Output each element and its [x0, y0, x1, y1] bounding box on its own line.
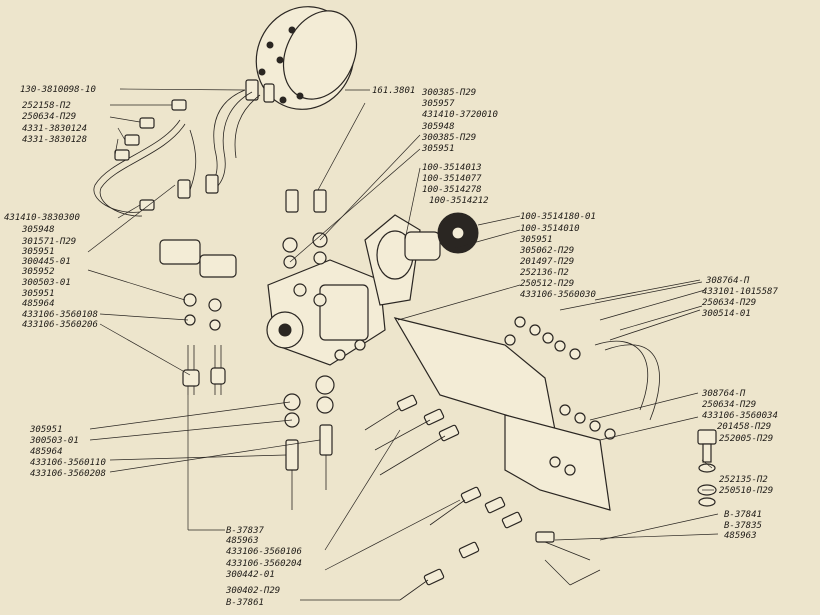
leader-lines: [87, 88, 719, 601]
part-label: 433101-1015587: [702, 287, 778, 297]
part-label: 4331-3830128: [22, 135, 87, 145]
part-label: 201497-П29: [520, 257, 574, 267]
part-label: 252136-П2: [520, 268, 569, 278]
part-label: 485963: [226, 536, 259, 546]
right-label-group: 308764-П 433101-1015587 250634-П29 30051…: [701, 276, 778, 541]
part-label: 100-3514010: [520, 224, 580, 234]
bottom-label-group: В-37837 485963 433106-3560106 433106-356…: [225, 526, 302, 608]
part-label: 250634-П29: [702, 400, 756, 410]
part-label: 300385-П29: [421, 133, 476, 143]
part-label: 431410-3720010: [422, 110, 498, 120]
part-label: 252005-П29: [719, 434, 773, 444]
part-label: 485963: [724, 531, 757, 541]
part-label: 300514-01: [701, 309, 751, 319]
part-label: 433106-3560204: [226, 559, 302, 569]
part-label: 433106-3560208: [30, 469, 106, 479]
part-label: 100-3514278: [422, 185, 482, 195]
part-label: 305951: [29, 425, 63, 435]
part-label: 433106-3560206: [22, 320, 98, 330]
part-label: 300445-01: [21, 257, 71, 267]
part-label: 100-3514212: [429, 196, 489, 206]
part-label: 305948: [21, 225, 55, 235]
part-label: 305951: [421, 144, 455, 154]
part-label: 305948: [421, 122, 455, 132]
part-label: 100-3514180-01: [520, 212, 596, 222]
part-label: 300402-П29: [225, 586, 280, 596]
pipe-lines: [93, 89, 261, 217]
pressure-gauge: [245, 6, 358, 110]
part-label: 300503-01: [21, 278, 71, 288]
part-label: 300385-П29: [421, 88, 476, 98]
part-label: 100-3514013: [422, 163, 482, 173]
part-label: 433106-3560106: [226, 547, 302, 557]
filter-assembly: [364, 212, 479, 306]
bolt-assembly: [697, 429, 717, 507]
part-label: 308764-П: [705, 276, 750, 286]
left-label-group: 130-3810098-10 252158-П2 250634-П29 4331…: [4, 85, 106, 479]
top-label-group: 161.3801 300385-П29 305957 431410-372001…: [372, 86, 498, 206]
part-label: 4331-3830124: [22, 124, 87, 134]
part-label: 201458-П29: [717, 422, 771, 432]
part-label: 305957: [421, 99, 455, 109]
part-label: В-37841: [724, 510, 762, 520]
part-label: 250512-П29: [520, 279, 574, 289]
part-label: 250634-П29: [702, 298, 756, 308]
part-label: 300503-01: [29, 436, 79, 446]
part-label: 433106-3560034: [702, 411, 778, 421]
part-label: 161.3801: [372, 86, 415, 96]
part-label: 130-3810098-10: [20, 85, 96, 95]
part-label: 485964: [30, 447, 63, 457]
part-label: 305951: [21, 247, 55, 257]
part-label: 252135-П2: [719, 475, 768, 485]
lower-connectors: [364, 394, 591, 601]
part-label: В-37835: [724, 521, 762, 531]
part-label: 305951: [519, 235, 553, 245]
part-label: 433106-3560108: [22, 310, 98, 320]
part-label: 300442-01: [225, 570, 275, 580]
part-label: 305062-П29: [519, 246, 574, 256]
valve-assembly: [266, 259, 386, 510]
part-label: 308764-П: [701, 389, 746, 399]
part-label: 433106-3560110: [30, 458, 106, 468]
part-label: 433106-3560030: [520, 290, 596, 300]
part-label: 100-3514077: [422, 174, 482, 184]
part-label: 305951: [21, 289, 55, 299]
part-label: 431410-3830300: [4, 213, 80, 223]
part-label: 305952: [21, 267, 55, 277]
part-label: 301571-П29: [21, 237, 76, 247]
left-fittings: [114, 99, 237, 395]
part-label: 250634-П29: [22, 112, 76, 122]
part-label: 250510-П29: [719, 486, 773, 496]
distribution-plates: [393, 279, 706, 511]
part-label: 485964: [22, 299, 55, 309]
upper-fittings: [282, 189, 328, 269]
part-label: 252158-П2: [22, 101, 71, 111]
part-label: В-37837: [226, 526, 265, 536]
part-label: В-37861: [226, 598, 264, 608]
right-mid-label-group: 100-3514180-01 100-3514010 305951 305062…: [519, 212, 596, 300]
